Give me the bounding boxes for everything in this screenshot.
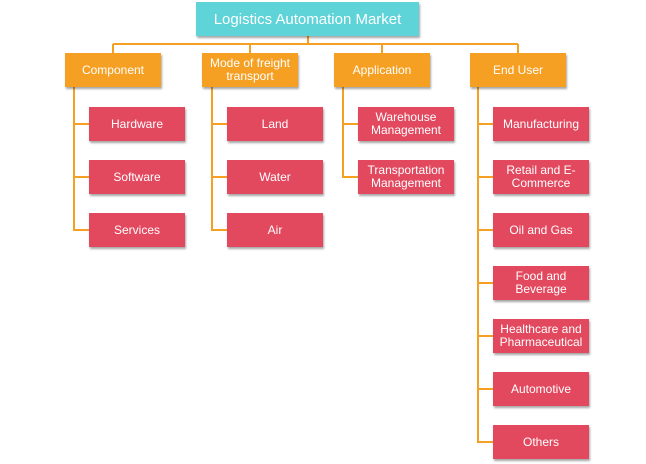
leaf-transportation-management: Transportation Management bbox=[358, 160, 454, 194]
leaf-hardware: Hardware bbox=[89, 107, 185, 141]
leaf-oil-and-gas: Oil and Gas bbox=[493, 213, 589, 247]
leaf-services: Services bbox=[89, 213, 185, 247]
category-end-user: End User bbox=[470, 53, 566, 87]
leaf-others: Others bbox=[493, 425, 589, 459]
category-component: Component bbox=[65, 53, 161, 87]
leaf-warehouse-management: Warehouse Management bbox=[358, 107, 454, 141]
leaf-retail-and-e-commerce: Retail and E-Commerce bbox=[493, 160, 589, 194]
branch-end-user bbox=[477, 87, 493, 443]
leaf-software: Software bbox=[89, 160, 185, 194]
leaf-healthcare-and-pharmaceutical: Healthcare and Pharmaceutical bbox=[493, 319, 589, 353]
leaf-automotive: Automotive bbox=[493, 372, 589, 406]
leaf-air: Air bbox=[227, 213, 323, 247]
category-mode-of-freight-transport: Mode of freight transport bbox=[202, 53, 298, 87]
root-node: Logistics Automation Market bbox=[196, 2, 419, 36]
branch-application bbox=[342, 87, 358, 178]
leaf-water: Water bbox=[227, 160, 323, 194]
branch-mode bbox=[211, 87, 227, 231]
leaf-land: Land bbox=[227, 107, 323, 141]
branch-component bbox=[73, 87, 89, 231]
leaf-food-and-beverage: Food and Beverage bbox=[493, 266, 589, 300]
leaf-manufacturing: Manufacturing bbox=[493, 107, 589, 141]
category-application: Application bbox=[334, 53, 430, 87]
